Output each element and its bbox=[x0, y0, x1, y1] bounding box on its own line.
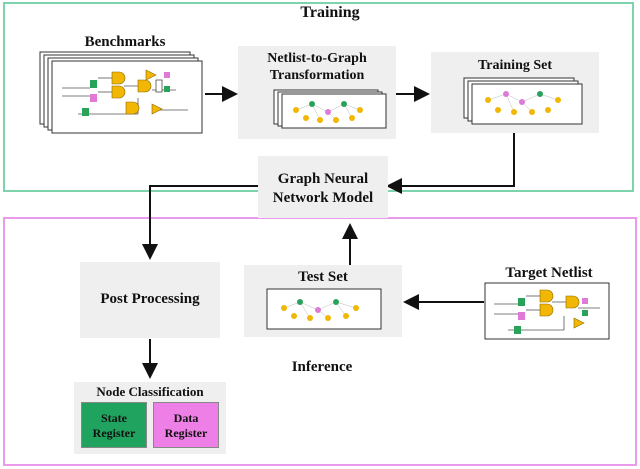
arrow-gnn-to-postprocessing bbox=[142, 185, 258, 260]
graph-network-icon bbox=[281, 299, 359, 321]
gnn-label-line2: Network Model bbox=[272, 190, 374, 206]
gnn-label-line1: Graph Neural bbox=[277, 171, 369, 187]
benchmarks-label: Benchmarks bbox=[84, 34, 166, 50]
target-netlist-sheet bbox=[484, 282, 610, 340]
graph-stack bbox=[273, 89, 387, 129]
data-register-line1: Data bbox=[173, 411, 199, 425]
trainingset-label: Training Set bbox=[477, 58, 553, 73]
training-title: Training bbox=[300, 4, 360, 21]
state-register-block: State Register bbox=[81, 402, 147, 448]
trainingset-stack bbox=[463, 77, 583, 125]
graph-network-icon bbox=[485, 91, 561, 115]
data-register-block: Data Register bbox=[153, 402, 219, 448]
postprocessing-panel bbox=[80, 262, 220, 338]
postprocessing-label: Post Processing bbox=[100, 291, 200, 307]
classification-label: Node Classification bbox=[96, 384, 204, 399]
transformation-label-line1: Netlist-to-Graph bbox=[267, 51, 367, 66]
testset-label: Test Set bbox=[298, 269, 348, 285]
inference-title: Inference bbox=[291, 359, 353, 375]
inference-region bbox=[3, 217, 637, 466]
data-register-line2: Register bbox=[164, 426, 208, 440]
circuit-schematic-icon bbox=[62, 69, 188, 116]
state-register-line2: Register bbox=[92, 426, 136, 440]
arrow-trainingset-to-gnn bbox=[386, 133, 515, 194]
benchmarks-stack bbox=[39, 51, 203, 134]
state-register-line1: State bbox=[101, 411, 127, 425]
circuit-schematic-icon bbox=[494, 289, 600, 334]
transformation-label-line2: Transformation bbox=[269, 68, 365, 83]
graph-network-icon bbox=[293, 101, 363, 123]
gnn-panel bbox=[258, 156, 388, 218]
target-netlist-label: Target Netlist bbox=[505, 265, 593, 281]
testset-graph bbox=[266, 288, 382, 330]
